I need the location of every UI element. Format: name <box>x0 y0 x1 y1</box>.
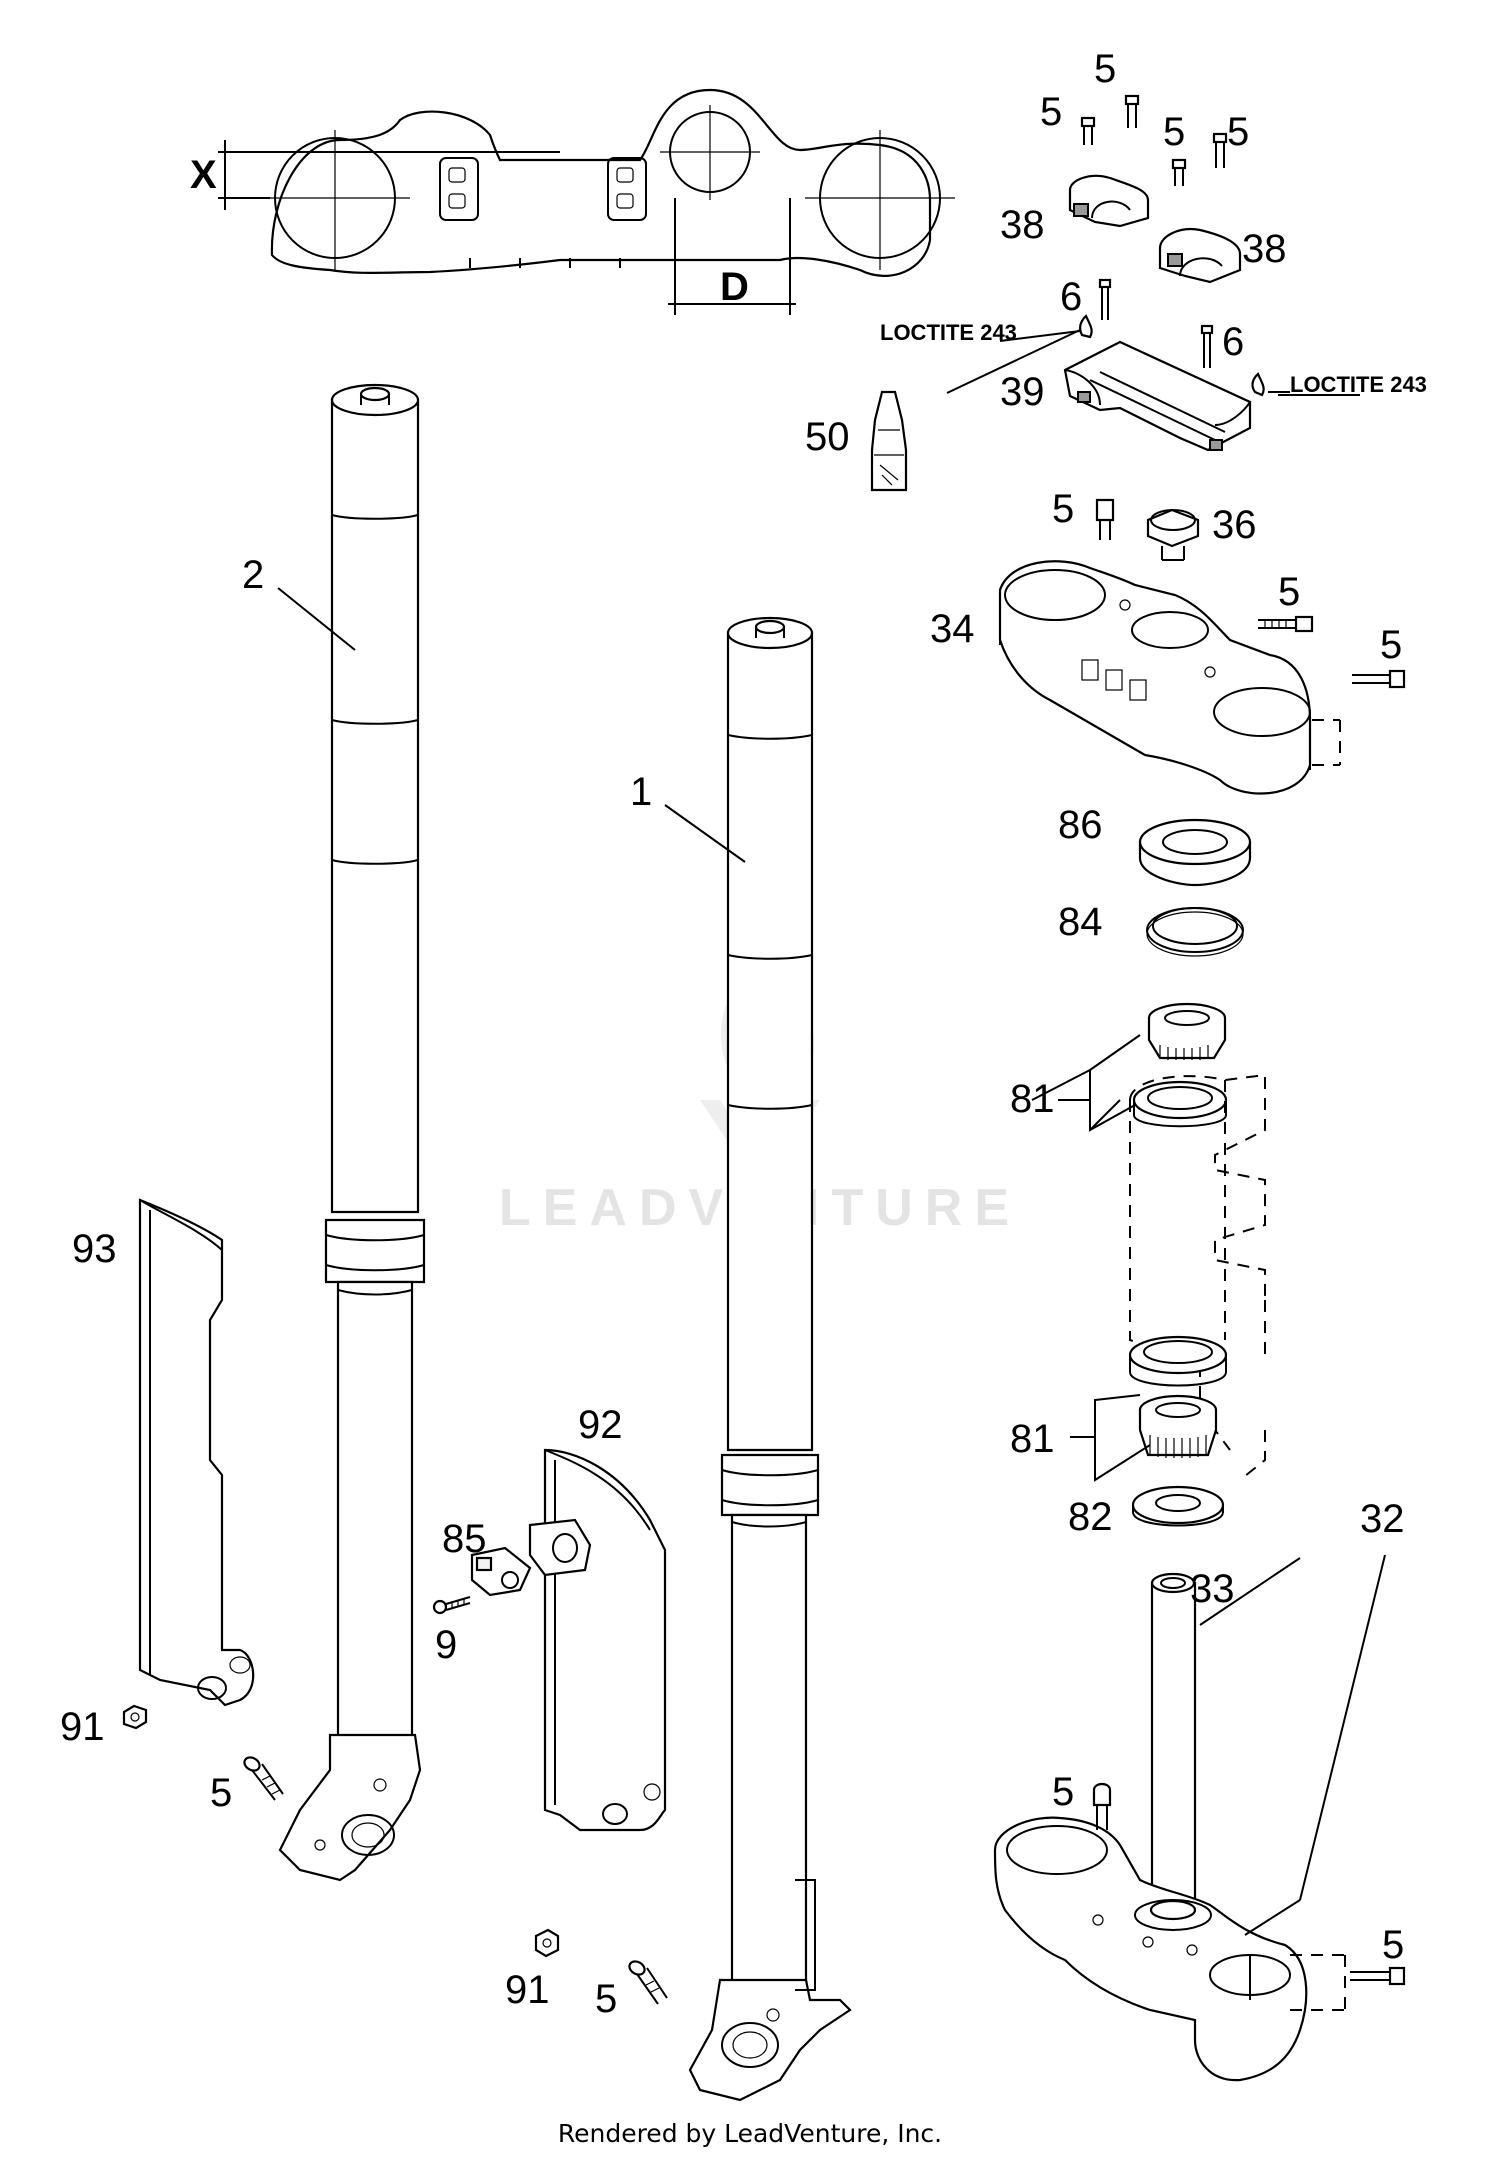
bolt-5-right-foot <box>628 1960 668 2005</box>
triple-clamp-dimension-view: X D <box>190 88 955 315</box>
callout-5-j: 5 <box>210 1771 232 1815</box>
callout-5-g: 5 <box>1380 623 1402 667</box>
callout-50: 50 <box>805 415 850 459</box>
callout-5-h: 5 <box>1052 1770 1074 1814</box>
loctite-bottle <box>870 390 908 492</box>
lower-bearing-81 <box>1138 1394 1218 1458</box>
handlebar-clamp-top-left <box>1068 174 1150 228</box>
callout-39: 39 <box>1000 370 1045 414</box>
callout-5-k: 5 <box>595 1977 617 2021</box>
callout-92: 92 <box>578 1403 623 1447</box>
bolt-5-lower-clamp-top <box>1092 1782 1112 1830</box>
callout-5-a: 5 <box>1094 47 1116 91</box>
upper-bearing-81 <box>1147 1002 1227 1060</box>
fork-guard-left <box>138 1198 255 1707</box>
callout-5-b: 5 <box>1040 90 1062 134</box>
dimension-d-label: D <box>720 265 749 309</box>
callout-5-i: 5 <box>1382 1923 1404 1967</box>
callout-5-f: 5 <box>1278 570 1300 614</box>
upper-race-81 <box>1132 1080 1228 1128</box>
fork-guard-right <box>528 1448 667 1832</box>
brake-line-clamp <box>470 1546 532 1597</box>
handlebar-clamp-bolts <box>1080 94 1228 186</box>
callout-38-a: 38 <box>1000 203 1045 247</box>
loctite-label-b: LOCTITE 243 <box>1290 372 1427 397</box>
callout-6-b: 6 <box>1222 320 1244 364</box>
callout-5-d: 5 <box>1227 110 1249 154</box>
callout-82: 82 <box>1068 1495 1113 1539</box>
steering-head-nut <box>1146 508 1200 561</box>
callout-6-a: 6 <box>1060 275 1082 319</box>
callout-81-a: 81 <box>1010 1077 1055 1121</box>
bolt-5-lower-clamp-side <box>1350 1966 1406 1986</box>
handlebar-clamp-top-right <box>1158 228 1242 284</box>
callout-32: 32 <box>1360 1497 1405 1541</box>
callout-labels: 2 1 5 5 5 5 38 38 6 LOCTITE 243 6 LOCTIT… <box>60 47 1427 2021</box>
callout-86: 86 <box>1058 803 1103 847</box>
lower-triple-clamp-32 <box>993 1816 1346 2082</box>
seal-82 <box>1131 1485 1225 1527</box>
bolt-5-upper-clamp-top <box>1095 498 1115 540</box>
upper-triple-clamp <box>998 560 1341 795</box>
bolt-5-upper-clamp-right <box>1352 669 1406 689</box>
handlebar-mount-bracket <box>1063 340 1252 452</box>
callout-33: 33 <box>1190 1567 1235 1611</box>
bolt-5-upper-clamp-side <box>1258 615 1314 633</box>
nut-91-right <box>534 1928 560 1958</box>
callout-1: 1 <box>630 770 652 814</box>
callout-38-b: 38 <box>1242 227 1287 271</box>
callout-5-c: 5 <box>1163 110 1185 154</box>
dimension-x-label: X <box>190 153 217 197</box>
bolt-5-left-foot <box>243 1756 284 1801</box>
fork-leg-right <box>688 616 852 2102</box>
callout-81-b: 81 <box>1010 1417 1055 1461</box>
steering-stem-33 <box>1150 1572 1197 1912</box>
o-ring-84 <box>1146 907 1244 957</box>
lower-race-81 <box>1128 1335 1228 1387</box>
callout-84: 84 <box>1058 900 1103 944</box>
callout-91-b: 91 <box>505 1968 550 2012</box>
callout-36: 36 <box>1212 503 1257 547</box>
callout-91-a: 91 <box>60 1705 105 1749</box>
footer-credit: Rendered by LeadVenture, Inc. <box>558 2119 942 2148</box>
bolt-6-and-loctite <box>1078 278 1265 397</box>
callout-9: 9 <box>435 1623 457 1667</box>
callout-85: 85 <box>442 1517 487 1561</box>
callout-34: 34 <box>930 607 975 651</box>
fork-leg-left <box>278 383 426 1882</box>
leader-lines <box>277 329 1386 1936</box>
callout-5-e: 5 <box>1052 487 1074 531</box>
nut-91-left <box>122 1704 148 1730</box>
callout-93: 93 <box>72 1227 117 1271</box>
callout-2: 2 <box>242 553 264 597</box>
dust-seal-86 <box>1138 818 1252 887</box>
loctite-label-a: LOCTITE 243 <box>880 320 1017 345</box>
bolt-9 <box>432 1596 471 1615</box>
